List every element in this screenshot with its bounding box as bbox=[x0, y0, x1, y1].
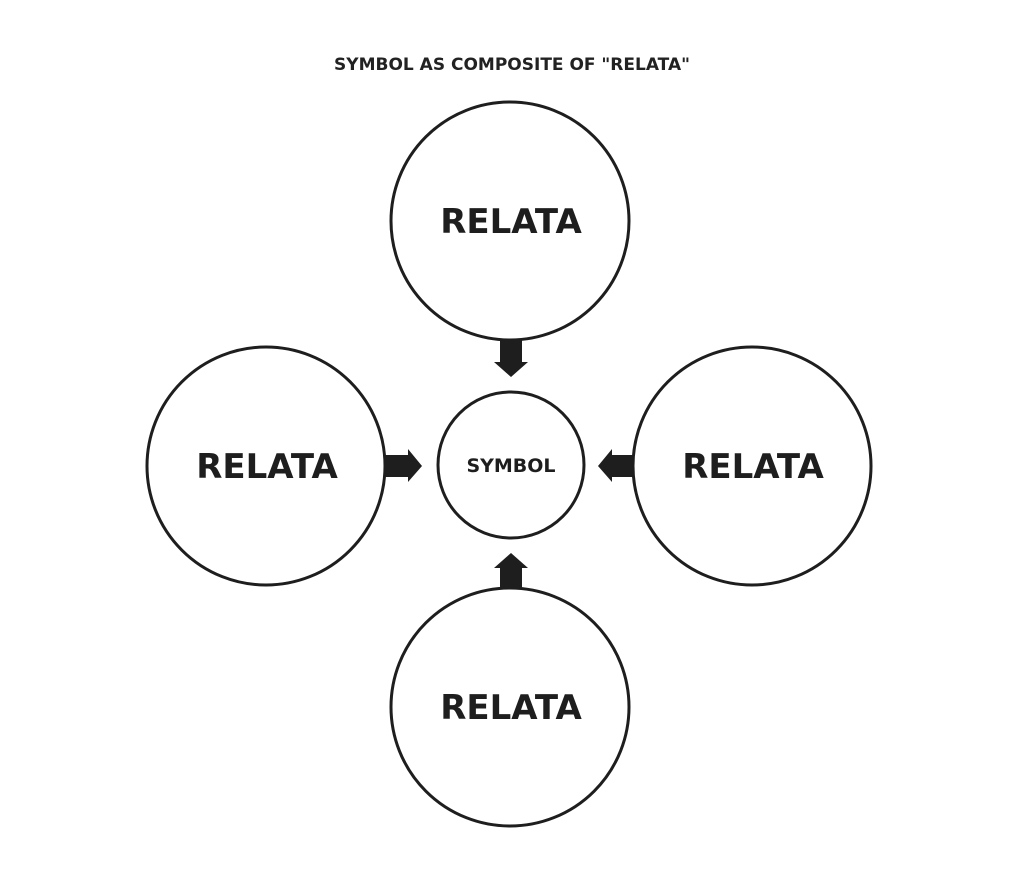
diagram-title: SYMBOL AS COMPOSITE OF "RELATA" bbox=[334, 55, 690, 75]
node-symbol-center: SYMBOL bbox=[436, 390, 586, 540]
arrow-up-icon bbox=[494, 553, 528, 590]
arrow-down-icon bbox=[494, 338, 528, 377]
node-label: RELATA bbox=[196, 447, 338, 487]
node-relata-left: RELATA bbox=[145, 345, 387, 587]
node-relata-top: RELATA bbox=[389, 100, 631, 342]
center-circle bbox=[436, 390, 586, 540]
node-relata-right: RELATA bbox=[631, 345, 873, 587]
node-label: RELATA bbox=[440, 688, 582, 728]
node-circle bbox=[631, 345, 873, 587]
node-label: RELATA bbox=[682, 447, 824, 487]
node-circle bbox=[145, 345, 387, 587]
arrow-left-icon bbox=[598, 449, 636, 482]
node-label: RELATA bbox=[440, 202, 582, 242]
center-label: SYMBOL bbox=[466, 455, 555, 477]
node-circle bbox=[389, 586, 631, 828]
node-circle bbox=[389, 100, 631, 342]
arrow-right-icon bbox=[383, 449, 422, 482]
node-relata-bottom: RELATA bbox=[389, 586, 631, 828]
